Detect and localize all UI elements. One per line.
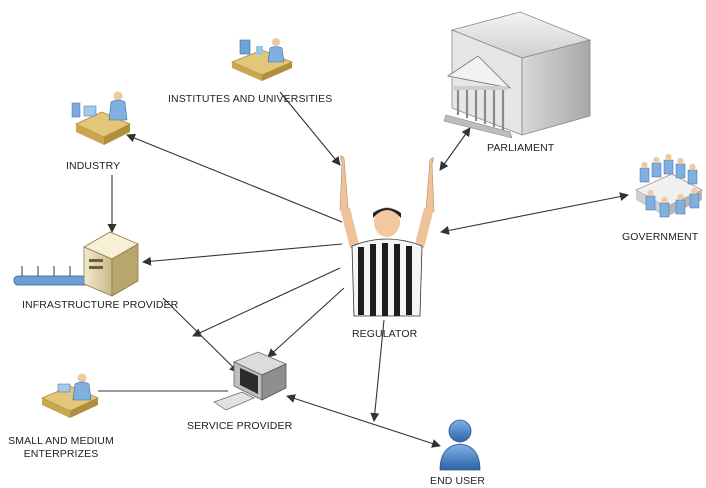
edges bbox=[98, 91, 629, 448]
end-user-label: END USER bbox=[430, 475, 486, 487]
edge-parliament-regulator bbox=[439, 127, 471, 171]
industry-label: INDUSTRY bbox=[66, 160, 121, 172]
edge-regulator-service-a bbox=[192, 267, 341, 337]
sme-label-line1: SMALL AND MEDIUM bbox=[8, 435, 114, 447]
edge-institutes-regulator bbox=[279, 91, 341, 166]
referee-icon bbox=[339, 155, 435, 317]
server-icon bbox=[13, 231, 139, 297]
institutes-label: INSTITUTES AND UNIVERSITIES bbox=[168, 93, 333, 105]
infrastructure-label: INFRASTRUCTURE PROVIDER bbox=[22, 299, 179, 311]
edge-regulator-industry bbox=[126, 133, 343, 223]
edge-service-enduser bbox=[286, 394, 441, 448]
sme-icon bbox=[41, 373, 99, 418]
end-user-icon bbox=[439, 419, 481, 471]
government-label: GOVERNMENT bbox=[622, 231, 699, 243]
sme-label-line2: ENTERPRIZES bbox=[23, 448, 99, 460]
parliament-label: PARLIAMENT bbox=[487, 142, 555, 154]
edge-government-regulator bbox=[440, 192, 629, 235]
sme-label: SMALL AND MEDIUM ENTERPRIZES bbox=[6, 435, 116, 461]
laboratory-icon bbox=[230, 38, 294, 81]
parliament-icon bbox=[443, 11, 592, 139]
edge-regulator-service-b bbox=[267, 287, 345, 358]
service-provider-label: SERVICE PROVIDER bbox=[187, 420, 293, 432]
government-meeting-icon bbox=[635, 153, 703, 218]
industry-icon bbox=[71, 91, 131, 145]
computer-icon bbox=[213, 351, 287, 411]
edge-infrastructure-service bbox=[162, 297, 239, 373]
regulator-label: REGULATOR bbox=[352, 328, 418, 340]
edge-regulator-infrastructure bbox=[142, 243, 343, 266]
